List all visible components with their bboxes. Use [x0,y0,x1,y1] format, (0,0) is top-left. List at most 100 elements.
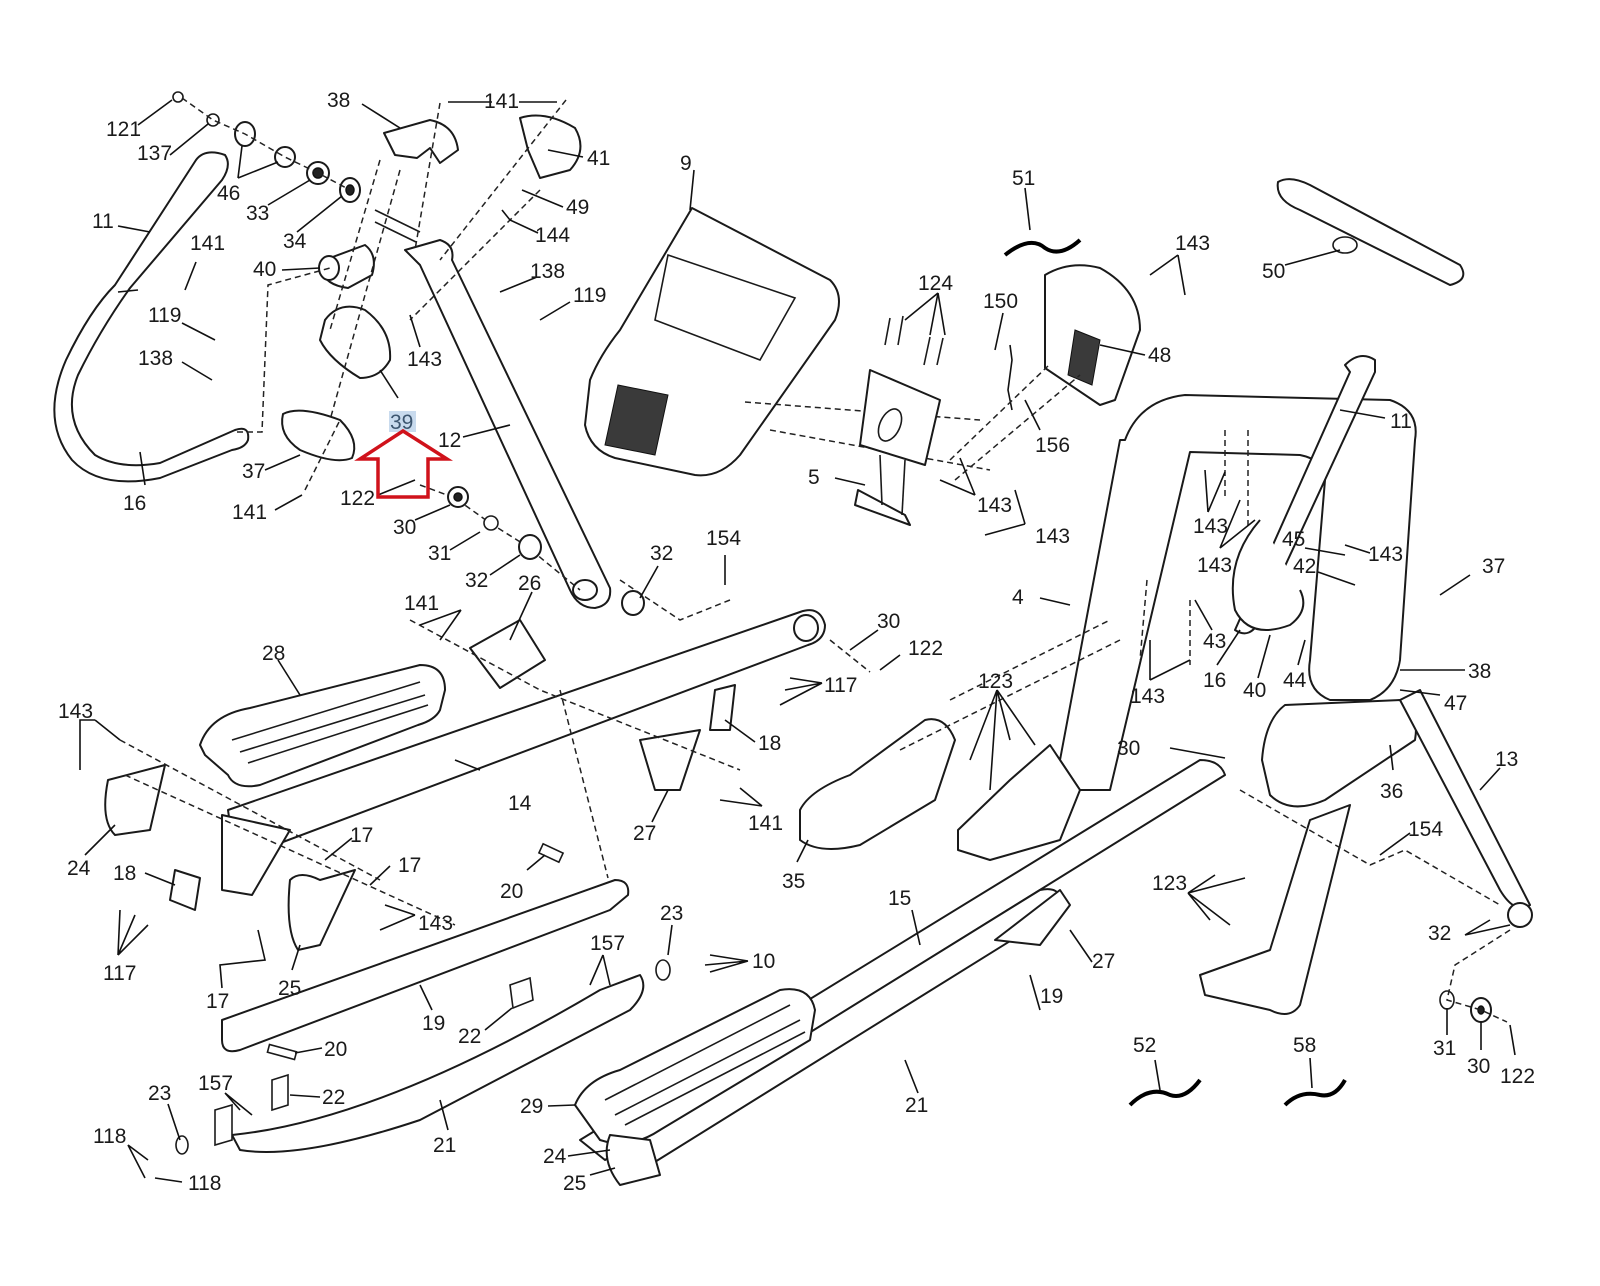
part-label: 143 [1193,515,1228,538]
part-label: 47 [1444,692,1467,715]
highlighted-part-label: 39 [390,411,413,434]
part-label: 33 [246,202,269,225]
part-label: 30 [1117,737,1140,760]
part-label: 141 [190,232,225,255]
part-label: 144 [535,224,570,247]
part-drawings [53,91,1533,1186]
part-label: 18 [758,732,781,755]
pedal-left [199,664,446,788]
part-label: 37 [1482,555,1505,578]
part-label: 17 [206,990,229,1013]
part-label: 123 [1152,872,1187,895]
part-label: 50 [1262,260,1285,283]
part-label: 35 [782,870,805,893]
part-label: 20 [500,880,523,903]
part-label: 32 [650,542,673,565]
part-label: 4 [1012,586,1024,609]
part-label: 154 [1408,818,1443,841]
handlebar-left [53,151,250,483]
part-label: 28 [262,642,285,665]
part-label: 21 [433,1134,456,1157]
part-label: 19 [1040,985,1063,1008]
part-label: 22 [458,1025,481,1048]
part-label: 122 [1500,1065,1535,1088]
part-label: 27 [1092,950,1115,973]
part-label: 38 [1468,660,1491,683]
highlight-background [389,411,416,432]
part-label: 51 [1012,167,1035,190]
part-label: 154 [706,527,741,550]
part-label: 10 [752,950,775,973]
part-label: 117 [824,674,857,697]
part-label: 17 [350,824,373,847]
part-label: 58 [1293,1034,1316,1057]
part-label: 14 [508,792,532,815]
part-label: 25 [278,977,301,1000]
part-label: 11 [92,210,114,233]
part-label: 20 [324,1038,347,1061]
part-label: 23 [660,902,683,925]
part-label: 52 [1133,1034,1156,1057]
part-label: 122 [340,487,375,510]
part-label: 16 [123,492,146,515]
part-label: 19 [422,1012,445,1035]
part-label: 9 [680,152,692,175]
part-label: 18 [113,862,136,885]
part-label: 143 [407,348,442,371]
part-label: 32 [1428,922,1451,945]
part-label: 141 [404,592,439,615]
part-labels: 121 137 46 33 34 38 141 41 49 144 11 141… [58,89,1535,1195]
part-label: 41 [587,147,610,170]
part-label: 11 [1390,410,1412,433]
part-label: 124 [918,272,953,295]
part-label: 34 [283,230,307,253]
part-label: 117 [103,962,136,985]
part-label: 119 [573,284,606,307]
part-label: 25 [563,1172,586,1195]
part-label: 141 [232,501,267,524]
part-label: 37 [242,460,265,483]
part-label: 48 [1148,344,1171,367]
part-label: 143 [418,912,453,935]
part-label: 27 [633,822,656,845]
part-label: 118 [188,1172,221,1195]
part-label: 44 [1283,669,1307,692]
part-label: 22 [322,1086,345,1109]
part-label: 24 [543,1145,567,1168]
part-label: 30 [393,516,416,539]
part-label: 138 [530,260,565,283]
part-label: 32 [465,569,488,592]
part-label: 121 [106,118,141,141]
part-label: 141 [484,90,519,113]
part-label: 141 [748,812,783,835]
part-label: 143 [1175,232,1210,255]
part-label: 156 [1035,434,1070,457]
part-label: 21 [905,1094,928,1117]
part-label: 26 [518,572,541,595]
part-label: 157 [198,1072,233,1095]
part-label: 23 [148,1082,171,1105]
part-label: 118 [93,1125,126,1148]
part-label: 49 [566,196,589,219]
part-label: 40 [253,258,276,281]
part-label: 30 [1467,1055,1490,1078]
part-label: 123 [978,670,1013,693]
part-label: 143 [1035,525,1070,548]
part-label: 150 [983,290,1018,313]
part-label: 143 [1197,554,1232,577]
link-arm-left [227,609,826,861]
part-label: 17 [398,854,421,877]
part-label: 137 [137,142,172,165]
part-label: 40 [1243,679,1266,702]
part-label: 5 [808,466,820,489]
part-label: 43 [1203,630,1226,653]
part-label: 138 [138,347,173,370]
part-label: 157 [590,932,625,955]
part-label: 143 [977,494,1012,517]
part-label: 46 [217,182,240,205]
part-label: 42 [1293,555,1316,578]
part-label: 143 [1368,543,1403,566]
part-label: 16 [1203,669,1226,692]
part-label: 13 [1495,748,1518,771]
